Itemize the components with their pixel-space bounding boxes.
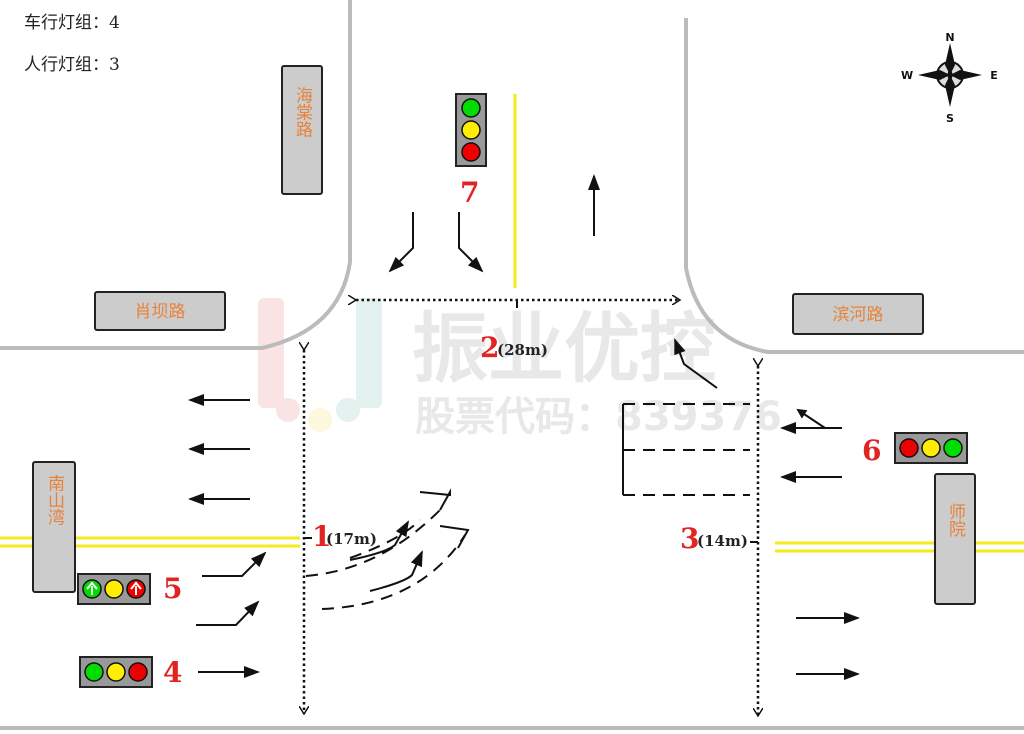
- signal-light: [461, 98, 481, 118]
- vehicle-signal-groups-label: 车行灯组：4: [24, 13, 120, 33]
- signal-number-6: 6: [862, 434, 881, 467]
- crosswalk-3: 3 (14m): [680, 366, 758, 716]
- signal-number-4: 4: [163, 656, 182, 689]
- arrow-left-turn-2: [196, 600, 260, 626]
- signal-head-4: [79, 656, 153, 688]
- crosswalk-length-1: (17m): [326, 530, 377, 548]
- road-southeast: 师院: [934, 473, 976, 605]
- road-name-north: 海棠路: [292, 86, 313, 137]
- crosswalk-number-2: 2: [480, 331, 499, 364]
- signal-head-7: [455, 93, 487, 167]
- lane-arrows-east: [780, 408, 860, 680]
- road-west: 肖坝路: [94, 291, 226, 331]
- crosswalk-number-1: 1: [312, 520, 331, 553]
- arrow-right-turn: [388, 212, 414, 273]
- lane-arrows-north: [388, 174, 718, 389]
- pedestrian-signal-groups-label: 人行灯组：3: [24, 55, 120, 75]
- east-waiting-zone: [622, 403, 750, 496]
- signal-light: [461, 142, 481, 162]
- crosswalk-1: 1 (17m): [304, 350, 377, 714]
- crosswalk-2: 2 (28m): [356, 300, 680, 364]
- compass-south: S: [946, 112, 954, 125]
- arrow-up-icon: [130, 581, 142, 595]
- arrow-uturn-east: [796, 408, 826, 429]
- compass-icon: N S E W: [901, 31, 998, 125]
- watermark-subtitle: 股票代码：839376: [415, 394, 782, 440]
- road-north: 海棠路: [281, 65, 323, 195]
- signal-number-5: 5: [163, 572, 182, 605]
- signal-light: [943, 438, 963, 458]
- left-turn-waiting-zone: [305, 488, 470, 610]
- signal-light: [921, 438, 941, 458]
- arrow-east-right-turn: [674, 338, 718, 389]
- arrow-left-turn: [458, 212, 484, 273]
- signal-light: [106, 662, 126, 682]
- watermark: 振业优控 股票代码：839376: [258, 298, 782, 440]
- signal-light: [128, 662, 148, 682]
- compass-east: E: [990, 69, 998, 82]
- watermark-title: 振业优控: [412, 304, 716, 393]
- signal-head-6: [894, 432, 968, 464]
- lane-arrows-west: [188, 394, 267, 678]
- road-name-southwest: 南山湾: [44, 474, 65, 526]
- road-east: 滨河路: [792, 293, 924, 335]
- road-name-southeast: 师院: [945, 503, 965, 537]
- crosswalk-number-3: 3: [680, 522, 699, 555]
- signal-light: [899, 438, 919, 458]
- signal-heads: [77, 93, 968, 688]
- signal-number-7: 7: [460, 176, 479, 209]
- road-southwest: 南山湾: [32, 461, 76, 593]
- signal-head-5: [77, 573, 151, 605]
- signal-light: [461, 120, 481, 140]
- compass-west: W: [901, 69, 913, 82]
- signal-light: [104, 579, 124, 599]
- crosswalk-length-2: (28m): [497, 341, 548, 359]
- compass-north: N: [945, 31, 954, 44]
- arrow-left-turn-1: [202, 551, 267, 577]
- crosswalk-length-3: (14m): [697, 532, 748, 550]
- road-name-east: 滨河路: [833, 305, 884, 325]
- signal-light: [84, 662, 104, 682]
- arrow-up-icon: [86, 581, 98, 595]
- road-name-west: 肖坝路: [135, 302, 186, 322]
